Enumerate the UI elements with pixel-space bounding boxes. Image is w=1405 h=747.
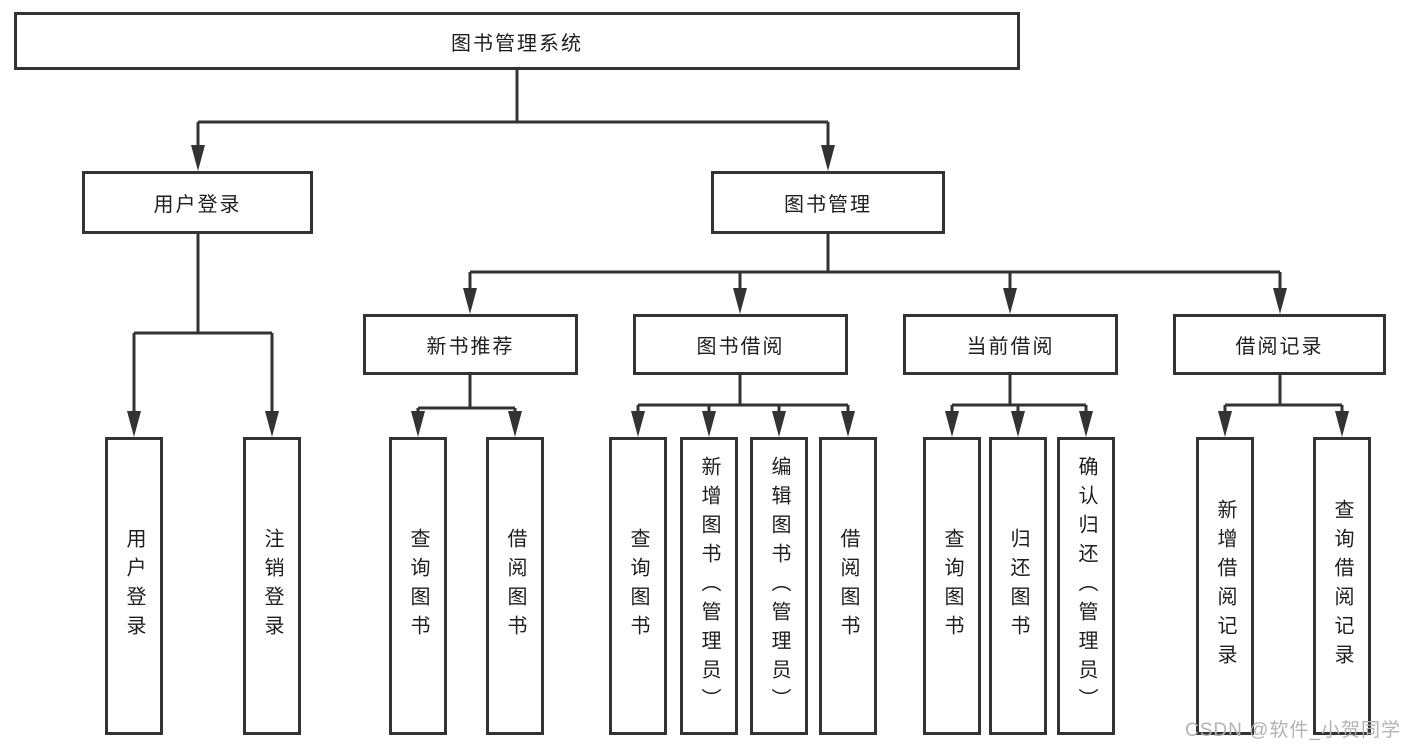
leaf-confirm-return-admin: 确认归还（管理员） xyxy=(1057,437,1115,735)
leaf-query-borrow-record: 查询借阅记录 xyxy=(1313,437,1371,735)
node-book-management: 图书管理 xyxy=(711,171,945,234)
leaf-edit-book-admin: 编辑图书（管理员） xyxy=(750,437,808,735)
leaf-query-books-current: 查询图书 xyxy=(923,437,981,735)
leaf-borrow-books: 借阅图书 xyxy=(819,437,877,735)
node-new-book-recommendation: 新书推荐 xyxy=(363,314,578,375)
node-book-borrowing: 图书借阅 xyxy=(633,314,848,375)
node-borrowing-records: 借阅记录 xyxy=(1173,314,1386,375)
node-library-management-system: 图书管理系统 xyxy=(14,12,1020,70)
leaf-borrow-books-recommend: 借阅图书 xyxy=(486,437,544,735)
leaf-user-login: 用户登录 xyxy=(105,437,163,735)
leaf-add-book-admin: 新增图书（管理员） xyxy=(680,437,738,735)
leaf-query-books-borrow: 查询图书 xyxy=(609,437,667,735)
leaf-query-books-recommend: 查询图书 xyxy=(389,437,447,735)
leaf-add-borrow-record: 新增借阅记录 xyxy=(1196,437,1254,735)
node-user-login: 用户登录 xyxy=(82,171,313,234)
node-current-borrowing: 当前借阅 xyxy=(903,314,1118,375)
leaf-return-book: 归还图书 xyxy=(989,437,1047,735)
leaf-logout: 注销登录 xyxy=(243,437,301,735)
csdn-watermark: CSDN @软件_小贺同学 xyxy=(1185,720,1401,741)
